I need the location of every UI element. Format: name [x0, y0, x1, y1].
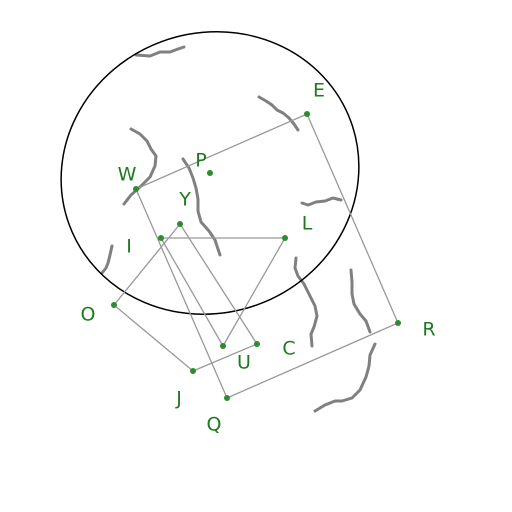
- brush-stroke: [257, 95, 300, 132]
- point-label-l: L: [302, 213, 313, 235]
- brush-stroke: [313, 342, 377, 413]
- point-q: [224, 395, 230, 401]
- point-label-r: R: [422, 319, 435, 341]
- point-label-o: O: [81, 304, 96, 326]
- point-label-u: U: [237, 352, 251, 374]
- brush-stroke: [100, 244, 114, 275]
- point-o: [111, 302, 117, 308]
- point-i: [158, 235, 164, 241]
- point-e: [304, 111, 310, 117]
- decorative-strokes: [100, 45, 377, 413]
- segment-o-y: [113, 223, 181, 306]
- segment-u-i: [160, 237, 224, 347]
- brush-stroke: [181, 157, 222, 257]
- point-j: [190, 368, 196, 374]
- point-l: [282, 235, 288, 241]
- point-y: [177, 221, 183, 227]
- points-layer: [111, 111, 401, 401]
- point-label-p: P: [195, 150, 206, 172]
- brush-stroke: [300, 196, 343, 207]
- point-w: [133, 186, 139, 192]
- point-p: [207, 170, 213, 176]
- labels-layer: E P W Y L I O U C R J Q: [81, 80, 436, 436]
- point-label-q: Q: [207, 414, 222, 436]
- segment-y-c: [179, 223, 258, 345]
- brush-stroke: [134, 45, 186, 58]
- brush-stroke: [293, 256, 319, 348]
- segments-layer: [113, 113, 399, 399]
- segment-r-q: [226, 322, 399, 399]
- point-label-i: I: [126, 236, 132, 258]
- point-label-j: J: [175, 388, 182, 410]
- segment-j-o: [113, 304, 194, 372]
- point-r: [395, 320, 401, 326]
- point-label-c: C: [282, 338, 295, 360]
- segment-w-e: [135, 113, 308, 190]
- point-label-w: W: [118, 164, 137, 186]
- point-label-y: Y: [178, 189, 191, 211]
- segment-c-j: [192, 343, 258, 372]
- segment-l-u: [222, 237, 286, 347]
- point-c: [254, 341, 260, 347]
- segment-e-r: [306, 113, 399, 324]
- point-u: [220, 343, 226, 349]
- ellipse-outline: [60, 31, 360, 315]
- point-label-e: E: [313, 80, 325, 102]
- brush-stroke: [349, 268, 372, 334]
